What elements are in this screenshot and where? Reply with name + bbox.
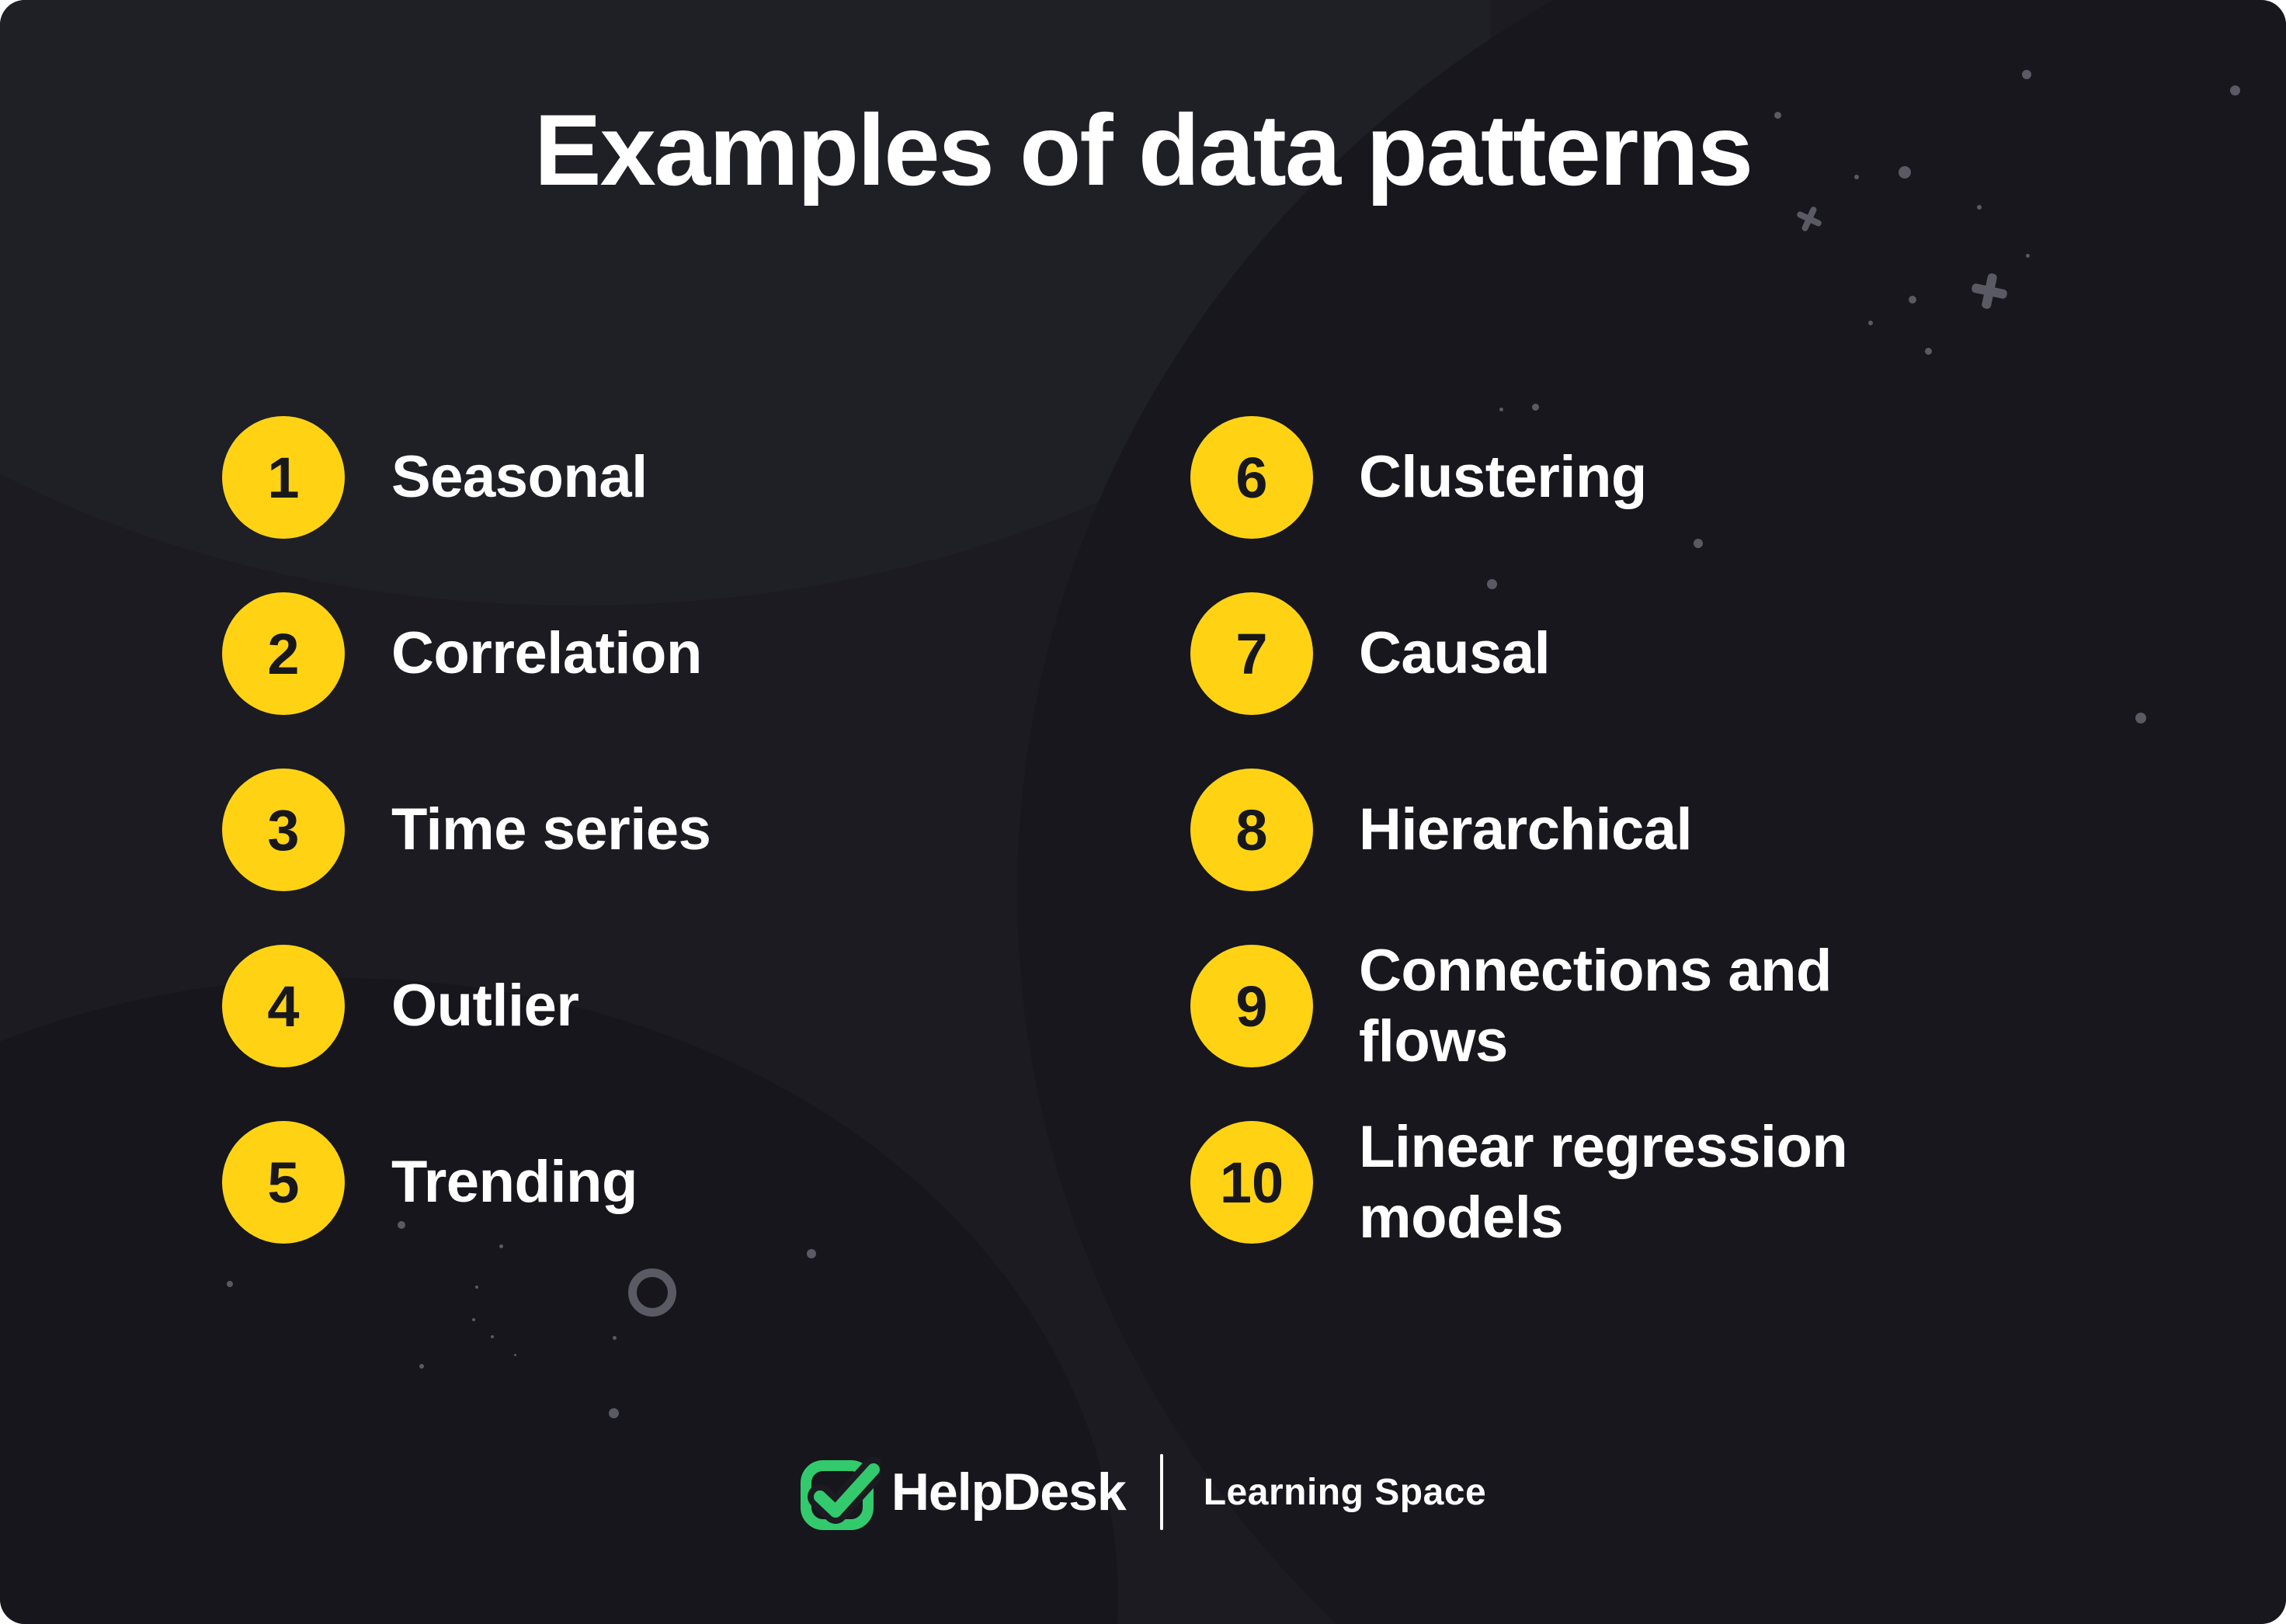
decor-dot: [613, 1336, 617, 1340]
decor-dot: [1977, 205, 1982, 210]
decor-dot: [2022, 70, 2031, 79]
item-label: Linear regression models: [1359, 1113, 1848, 1251]
decor-dot: [1854, 175, 1859, 179]
number-badge: 2: [222, 592, 345, 715]
number-badge: 5: [222, 1121, 345, 1244]
item-label: Outlier: [391, 973, 579, 1039]
decor-dot: [2230, 85, 2240, 95]
number-badge: 7: [1190, 592, 1313, 715]
list-item: 1 Seasonal: [222, 416, 648, 539]
decor-dot: [1694, 539, 1703, 548]
decor-ring: [628, 1268, 676, 1317]
decor-dot: [1909, 296, 1916, 304]
decor-dot: [1487, 579, 1497, 589]
number-badge: 6: [1190, 416, 1313, 539]
footer-logo-lockup: HelpDesk Learning Space: [0, 1445, 2286, 1539]
number-badge: 1: [222, 416, 345, 539]
list-item: 2 Correlation: [222, 592, 702, 715]
decor-dot: [419, 1364, 424, 1369]
item-label: Clustering: [1359, 444, 1647, 511]
number-badge: 10: [1190, 1121, 1313, 1244]
item-label: Seasonal: [391, 444, 648, 511]
decor-dot: [1532, 404, 1539, 411]
item-label: Correlation: [391, 620, 702, 687]
list-item: 6 Clustering: [1190, 416, 1647, 539]
number-badge: 3: [222, 769, 345, 891]
logo-divider: [1159, 1454, 1163, 1530]
page-title: Examples of data patterns: [533, 93, 1753, 206]
decor-dot: [472, 1318, 475, 1321]
decor-dot: [499, 1244, 503, 1248]
list-item: 9 Connections and flows: [1190, 938, 1949, 1074]
list-item: 7 Causal: [1190, 592, 1551, 715]
decor-dot: [491, 1335, 494, 1338]
brand-tagline: Learning Space: [1203, 1471, 1487, 1513]
list-item: 3 Time series: [222, 769, 711, 891]
decor-dot: [2026, 254, 2030, 258]
item-label: Connections and flows: [1359, 937, 1832, 1074]
list-item: 4 Outlier: [222, 945, 579, 1067]
brand-name: HelpDesk: [891, 1463, 1127, 1522]
list-item: 10 Linear regression models: [1190, 1114, 1949, 1251]
decor-dot: [1868, 321, 1873, 325]
decor-dot: [475, 1286, 478, 1289]
decor-dot: [398, 1221, 405, 1229]
item-label: Trending: [391, 1149, 638, 1216]
number-badge: 9: [1190, 945, 1313, 1067]
list-item: 8 Hierarchical: [1190, 769, 1693, 891]
decor-dot: [1925, 348, 1932, 355]
decor-dot: [1499, 408, 1503, 411]
list-item: 5 Trending: [222, 1121, 638, 1244]
item-label: Causal: [1359, 620, 1551, 687]
decor-dot: [609, 1408, 619, 1418]
item-label: Hierarchical: [1359, 796, 1693, 863]
helpdesk-logo-icon: [800, 1457, 881, 1530]
decor-dot: [514, 1354, 516, 1356]
decor-dot: [1774, 112, 1781, 119]
number-badge: 4: [222, 945, 345, 1067]
decor-dot: [1899, 166, 1911, 179]
decor-dot: [807, 1249, 816, 1258]
decor-sparkle-icon: [1968, 270, 2011, 313]
item-label: Time series: [391, 796, 711, 863]
number-badge: 8: [1190, 769, 1313, 891]
decor-dot: [227, 1281, 233, 1287]
decor-dot: [2135, 713, 2146, 724]
